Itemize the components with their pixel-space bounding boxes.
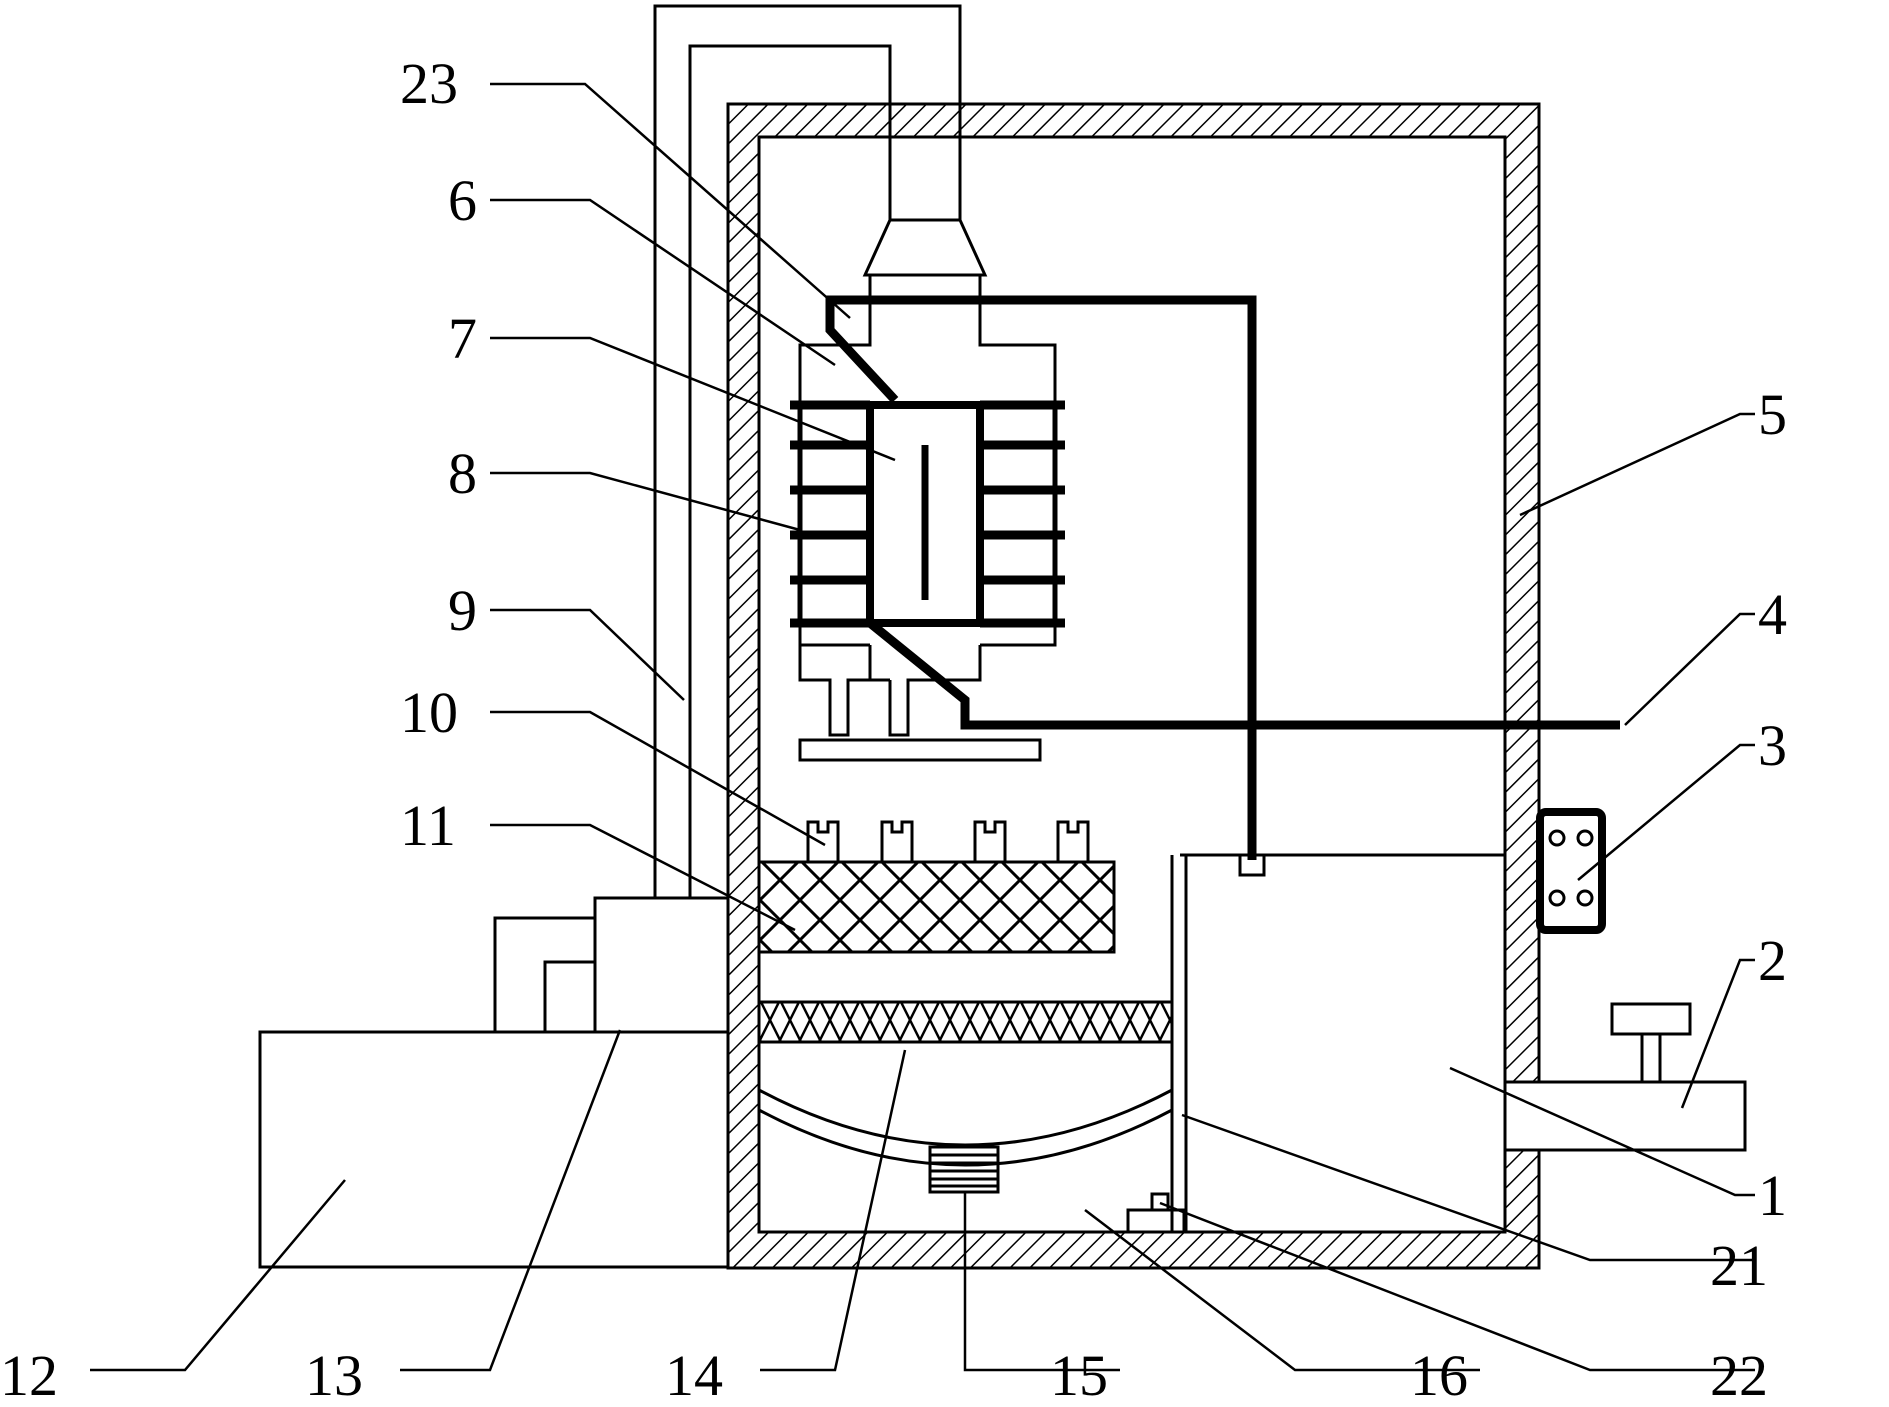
wire-terminal [1238,853,1266,877]
label-6: 6 [448,168,477,233]
base-tank [258,1030,730,1269]
electrolysis-unit [790,273,1065,762]
label-4: 4 [1758,582,1787,647]
label-3: 3 [1758,713,1787,778]
control-panel [1536,808,1606,934]
wires [825,295,1620,860]
housing-wall [726,102,1541,1270]
label-1: 1 [1758,1163,1787,1228]
label-12: 12 [0,1343,58,1407]
spring [928,1145,1000,1194]
water-chamber [1170,853,1505,1232]
coil-right [977,400,1065,628]
label-23: 23 [400,51,458,116]
curved-tray [758,1088,1173,1167]
filter-block [757,860,1116,954]
return-pipe [653,4,962,898]
mesh-layer [757,1000,1174,1044]
label-16: 16 [1410,1343,1468,1407]
label-9: 9 [448,578,477,643]
sensor-base [1126,1192,1186,1234]
outlet-pipe [1505,1002,1747,1152]
label-5: 5 [1758,382,1787,447]
label-13: 13 [305,1343,363,1407]
label-2: 2 [1758,928,1787,993]
labels: 23 6 7 8 9 10 11 5 4 3 2 1 21 22 16 15 1… [0,51,1787,1407]
coil-left [790,400,873,628]
label-10: 10 [400,680,458,745]
leader-lines [90,82,1755,1372]
pump [493,896,730,1034]
spray-nozzles [806,820,1090,862]
label-7: 7 [448,306,477,371]
label-14: 14 [665,1343,723,1407]
label-21: 21 [1710,1233,1768,1298]
label-8: 8 [448,441,477,506]
label-22: 22 [1710,1343,1768,1407]
funnel [862,218,988,277]
label-15: 15 [1050,1343,1108,1407]
label-11: 11 [400,793,456,858]
